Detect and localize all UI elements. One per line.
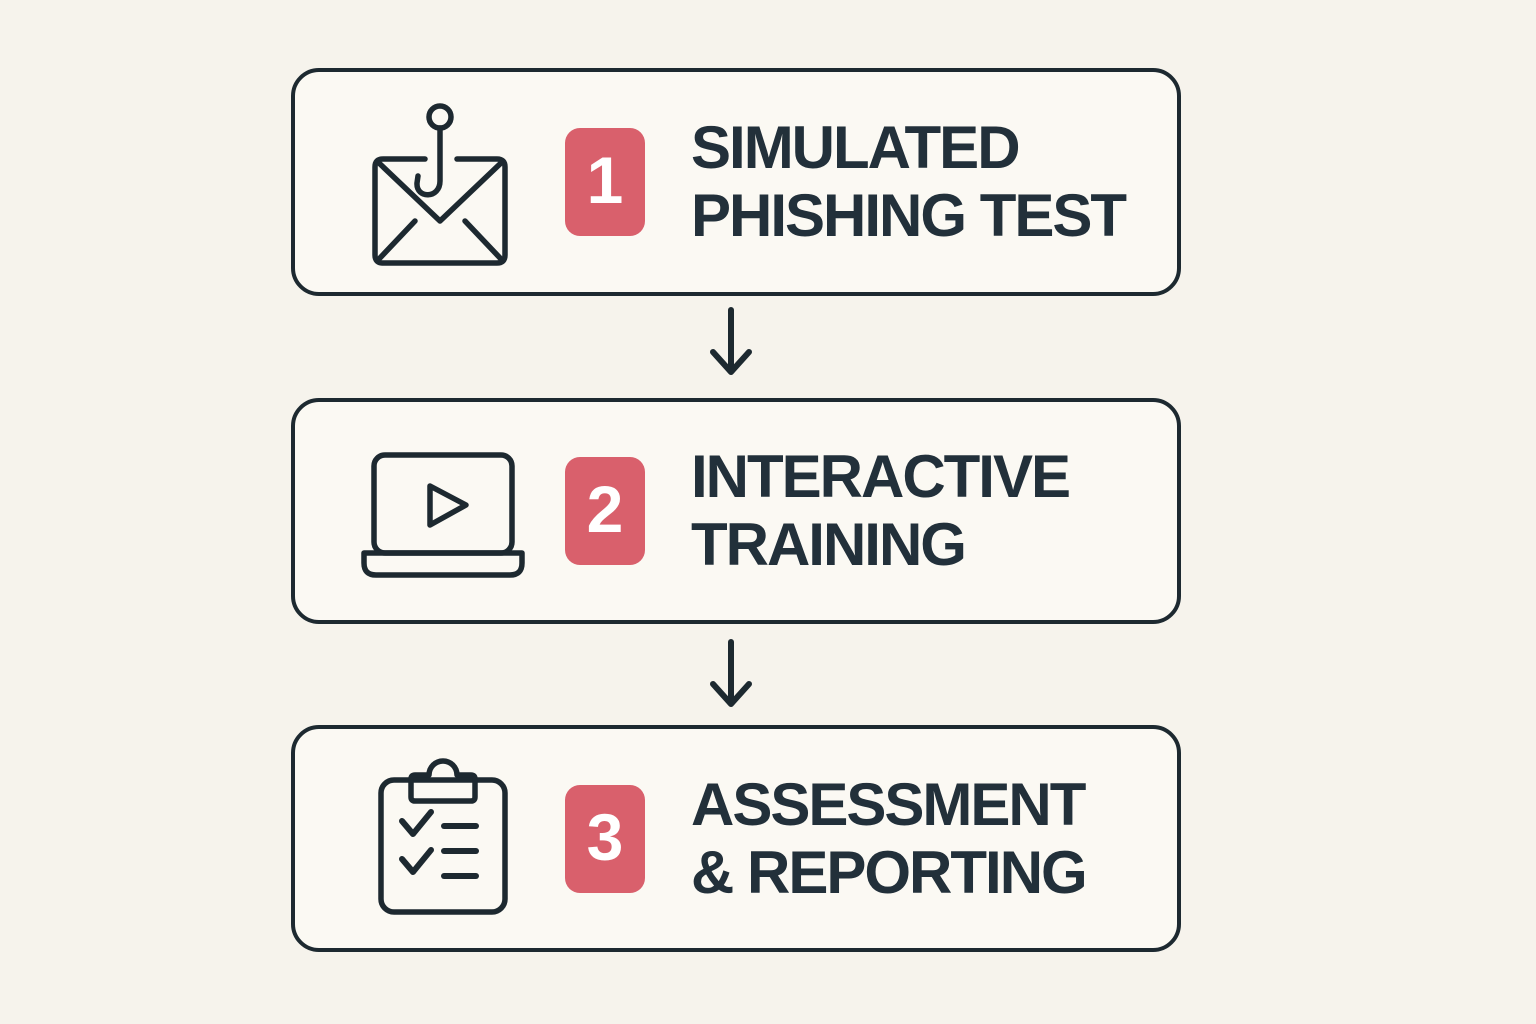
step-3-number: 3 — [586, 799, 624, 874]
arrow-down-icon — [710, 639, 752, 707]
step-2-title-line2: TRAINING — [691, 511, 967, 578]
step-2-number: 2 — [586, 472, 624, 546]
step-1-icon-wrap — [357, 91, 529, 273]
step-2-icon-wrap — [357, 441, 529, 581]
step-1-number-badge: 1 — [565, 128, 645, 236]
step-card-simulated-phishing-test: 1 SIMULATED PHISHING TEST — [291, 68, 1181, 296]
step-1-title: SIMULATED PHISHING TEST — [691, 114, 1127, 250]
step-card-interactive-training: 2 INTERACTIVE TRAINING — [291, 398, 1181, 624]
step-2-number-badge: 2 — [565, 457, 645, 565]
clipboard-checklist-icon — [378, 757, 508, 915]
arrow-down-icon — [710, 307, 752, 375]
step-3-icon-wrap — [357, 755, 529, 923]
step-3-title: ASSESSMENT & REPORTING — [691, 770, 1088, 907]
step-1-number: 1 — [586, 143, 624, 217]
step-2-title-line1: INTERACTIVE — [691, 443, 1071, 510]
laptop-video-play-icon — [361, 452, 525, 578]
step-3-title-line1: ASSESSMENT — [691, 770, 1086, 838]
step-1-title-line2: PHISHING TEST — [691, 182, 1127, 249]
phishing-hook-email-icon — [372, 103, 508, 266]
step-card-assessment-reporting: 3 ASSESSMENT & REPORTING — [291, 725, 1181, 952]
step-3-number-badge: 3 — [565, 784, 645, 893]
step-1-title-line1: SIMULATED — [691, 114, 1021, 181]
step-2-title: INTERACTIVE TRAINING — [691, 443, 1071, 579]
step-3-title-line2: & REPORTING — [691, 838, 1088, 906]
